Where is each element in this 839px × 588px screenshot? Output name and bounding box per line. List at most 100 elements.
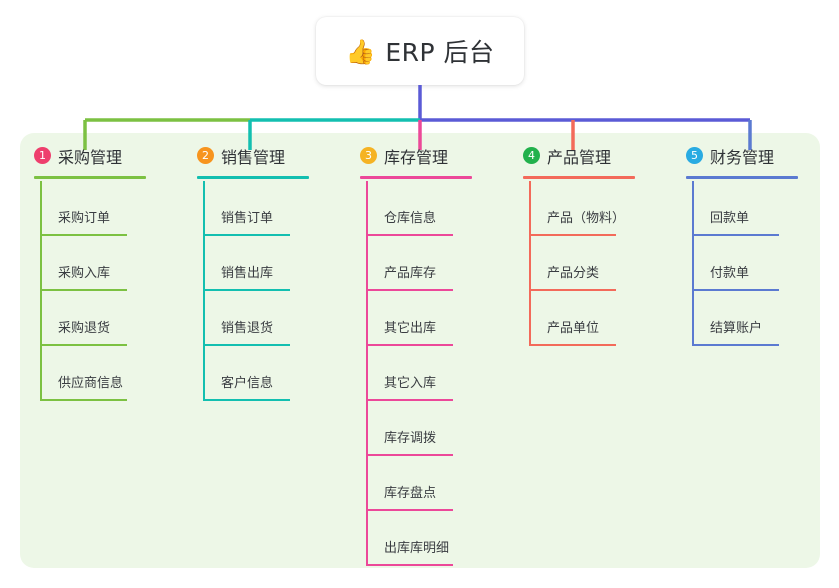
column-1: 1 采购管理采购订单采购入库采购退货供应商信息 xyxy=(20,133,183,401)
list-item[interactable]: 客户信息 xyxy=(203,346,346,401)
list-item-label: 付款单 xyxy=(710,266,750,281)
column-header-rule-4 xyxy=(523,176,635,179)
root-node-card[interactable]: 👍 ERP 后台 xyxy=(316,17,524,85)
column-header-rule-1 xyxy=(34,176,146,179)
column-title-1: 采购管理 xyxy=(58,147,123,167)
list-item-rule xyxy=(366,344,453,346)
list-item-rule xyxy=(40,344,127,346)
list-item[interactable]: 付款单 xyxy=(692,236,835,291)
column-header-rule-3 xyxy=(360,176,472,179)
column-title-5: 财务管理 xyxy=(710,147,775,167)
list-item-rule xyxy=(40,289,127,291)
list-item-rule xyxy=(203,344,290,346)
column-badge-2: 2 xyxy=(197,147,214,164)
column-spine-2 xyxy=(203,181,205,401)
list-item-label: 采购入库 xyxy=(58,266,111,281)
list-item[interactable]: 采购入库 xyxy=(40,236,183,291)
list-item[interactable]: 仓库信息 xyxy=(366,181,509,236)
list-item[interactable]: 库存调拨 xyxy=(366,401,509,456)
list-item-label: 销售订单 xyxy=(221,211,274,226)
column-spine-3 xyxy=(366,181,368,566)
list-item-label: 客户信息 xyxy=(221,376,274,391)
list-item[interactable]: 销售出库 xyxy=(203,236,346,291)
list-item-rule xyxy=(366,454,453,456)
list-item-rule xyxy=(203,289,290,291)
list-item-label: 其它入库 xyxy=(384,376,437,391)
list-item-rule xyxy=(529,289,616,291)
list-item-label: 销售退货 xyxy=(221,321,274,336)
list-item[interactable]: 供应商信息 xyxy=(40,346,183,401)
list-item[interactable]: 销售退货 xyxy=(203,291,346,346)
column-4: 4 产品管理产品（物料） 产品分类产品单位 xyxy=(509,133,672,346)
list-item-label: 仓库信息 xyxy=(384,211,437,226)
column-items-3: 仓库信息产品库存其它出库其它入库库存调拨库存盘点出库库明细 xyxy=(346,181,509,566)
list-item-label: 库存调拨 xyxy=(384,431,437,446)
column-2: 2 销售管理销售订单销售出库销售退货客户信息 xyxy=(183,133,346,401)
list-item-rule xyxy=(692,234,779,236)
column-header-rule-2 xyxy=(197,176,309,179)
list-item-rule xyxy=(692,289,779,291)
column-badge-3: 3 xyxy=(360,147,377,164)
column-items-1: 采购订单采购入库采购退货供应商信息 xyxy=(20,181,183,401)
list-item-label: 供应商信息 xyxy=(58,376,124,391)
list-item[interactable]: 库存盘点 xyxy=(366,456,509,511)
list-item-label: 产品分类 xyxy=(547,266,600,281)
column-header-3[interactable]: 3 库存管理 xyxy=(346,133,509,179)
column-badge-1: 1 xyxy=(34,147,51,164)
root-node-title: ERP 后台 xyxy=(385,38,495,67)
column-header-1[interactable]: 1 采购管理 xyxy=(20,133,183,179)
list-item-rule xyxy=(366,289,453,291)
list-item-label: 产品单位 xyxy=(547,321,600,336)
list-item-rule xyxy=(203,234,290,236)
column-5: 5 财务管理回款单付款单结算账户 xyxy=(672,133,835,346)
list-item-rule xyxy=(366,564,453,566)
column-items-2: 销售订单销售出库销售退货客户信息 xyxy=(183,181,346,401)
column-spine-1 xyxy=(40,181,42,401)
list-item[interactable]: 采购退货 xyxy=(40,291,183,346)
list-item[interactable]: 销售订单 xyxy=(203,181,346,236)
column-title-3: 库存管理 xyxy=(384,147,449,167)
list-item[interactable]: 出库库明细 xyxy=(366,511,509,566)
list-item-rule xyxy=(40,399,127,401)
column-header-5[interactable]: 5 财务管理 xyxy=(672,133,835,179)
list-item-rule xyxy=(529,234,616,236)
list-item-label: 回款单 xyxy=(710,211,750,226)
column-items-5: 回款单付款单结算账户 xyxy=(672,181,835,346)
diagram-panel xyxy=(20,133,820,568)
list-item-label: 出库库明细 xyxy=(384,541,450,556)
list-item[interactable]: 回款单 xyxy=(692,181,835,236)
column-badge-5: 5 xyxy=(686,147,703,164)
list-item[interactable]: 产品库存 xyxy=(366,236,509,291)
list-item-label: 产品库存 xyxy=(384,266,437,281)
list-item-rule xyxy=(692,344,779,346)
column-spine-5 xyxy=(692,181,694,346)
column-header-2[interactable]: 2 销售管理 xyxy=(183,133,346,179)
list-item[interactable]: 其它出库 xyxy=(366,291,509,346)
list-item-label: 采购订单 xyxy=(58,211,111,226)
list-item-rule xyxy=(366,399,453,401)
column-title-2: 销售管理 xyxy=(221,147,286,167)
list-item-rule xyxy=(40,234,127,236)
list-item-rule xyxy=(529,344,616,346)
list-item-label: 库存盘点 xyxy=(384,486,437,501)
list-item[interactable]: 结算账户 xyxy=(692,291,835,346)
list-item-label: 产品（物料） xyxy=(547,211,626,226)
list-item-rule xyxy=(366,509,453,511)
column-header-4[interactable]: 4 产品管理 xyxy=(509,133,672,179)
list-item[interactable]: 采购订单 xyxy=(40,181,183,236)
column-header-rule-5 xyxy=(686,176,798,179)
list-item-label: 销售出库 xyxy=(221,266,274,281)
list-item-rule xyxy=(203,399,290,401)
list-item[interactable]: 产品（物料） xyxy=(529,181,672,236)
column-badge-4: 4 xyxy=(523,147,540,164)
column-title-4: 产品管理 xyxy=(547,147,612,167)
list-item-label: 其它出库 xyxy=(384,321,437,336)
list-item-rule xyxy=(366,234,453,236)
column-3: 3 库存管理仓库信息产品库存其它出库其它入库库存调拨库存盘点出库库明细 xyxy=(346,133,509,566)
column-spine-4 xyxy=(529,181,531,346)
list-item[interactable]: 其它入库 xyxy=(366,346,509,401)
column-items-4: 产品（物料） 产品分类产品单位 xyxy=(509,181,672,346)
columns-container: 1 采购管理采购订单采购入库采购退货供应商信息 2 销售管理销售订单销售出库销售退货客… xyxy=(20,133,820,568)
list-item[interactable]: 产品分类 xyxy=(529,236,672,291)
list-item[interactable]: 产品单位 xyxy=(529,291,672,346)
